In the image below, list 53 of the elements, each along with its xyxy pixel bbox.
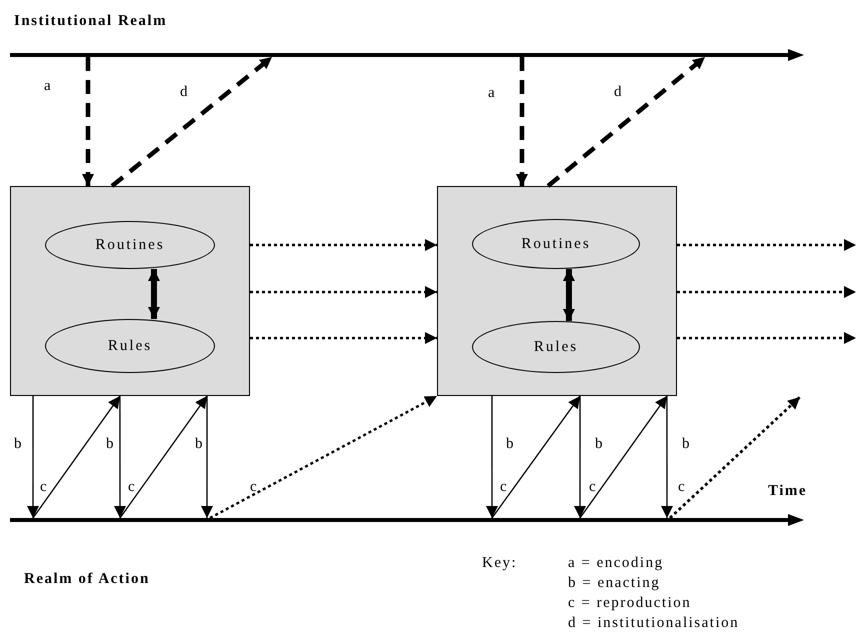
key-entry: b = enacting <box>568 574 660 592</box>
arrow <box>250 332 437 344</box>
edge-label: b <box>595 436 602 452</box>
arrow <box>110 55 274 188</box>
edge-label: d <box>614 84 622 100</box>
arrow <box>250 286 437 298</box>
ellipse-node: Rules <box>45 319 215 373</box>
arrow <box>574 396 586 518</box>
edge-label: c <box>250 479 257 495</box>
edge-label: b <box>506 436 514 452</box>
arrow-label: c <box>678 479 685 495</box>
arrow <box>114 396 126 518</box>
edge-label: b <box>682 436 690 452</box>
key-entry: d = institutionalisation <box>568 614 740 632</box>
edge-label: b <box>195 436 202 452</box>
edge-label: b <box>106 436 114 452</box>
arrow <box>82 57 94 186</box>
arrow <box>579 396 668 518</box>
arrow <box>119 396 208 518</box>
arrow <box>661 396 673 518</box>
axis-label: Time <box>768 482 808 500</box>
arrow <box>677 286 856 298</box>
arrow <box>148 269 160 319</box>
ellipse-node: Routines <box>472 219 640 269</box>
edge-label: d <box>180 84 188 100</box>
arrow <box>516 57 528 186</box>
arrow <box>562 269 575 321</box>
arrow <box>677 239 856 251</box>
edge-label: c <box>40 479 47 495</box>
arrow <box>32 396 120 518</box>
edge-label: c <box>589 479 596 495</box>
context-box <box>437 186 677 396</box>
edge-label: a <box>44 78 51 94</box>
key-heading: Key: <box>482 554 518 572</box>
arrow <box>491 396 581 518</box>
heading: Institutional Realm <box>14 12 168 30</box>
arrow <box>27 396 39 518</box>
ellipse-node: Rules <box>472 321 640 373</box>
edge-label: c <box>500 479 507 495</box>
key-entry: c = reproduction <box>568 594 692 612</box>
ellipse-node: Routines <box>45 221 215 269</box>
key-entry: a = encoding <box>568 554 664 572</box>
arrow <box>677 332 856 344</box>
heading: Realm of Action <box>24 570 150 588</box>
arrow <box>209 394 438 520</box>
edge-label: a <box>488 85 495 101</box>
edge-label: b <box>14 436 22 452</box>
context-box <box>10 186 250 396</box>
arrow <box>250 239 437 251</box>
arrow <box>201 396 213 518</box>
edge-label: c <box>128 479 135 495</box>
arrow <box>486 396 498 518</box>
arrow <box>546 55 706 188</box>
